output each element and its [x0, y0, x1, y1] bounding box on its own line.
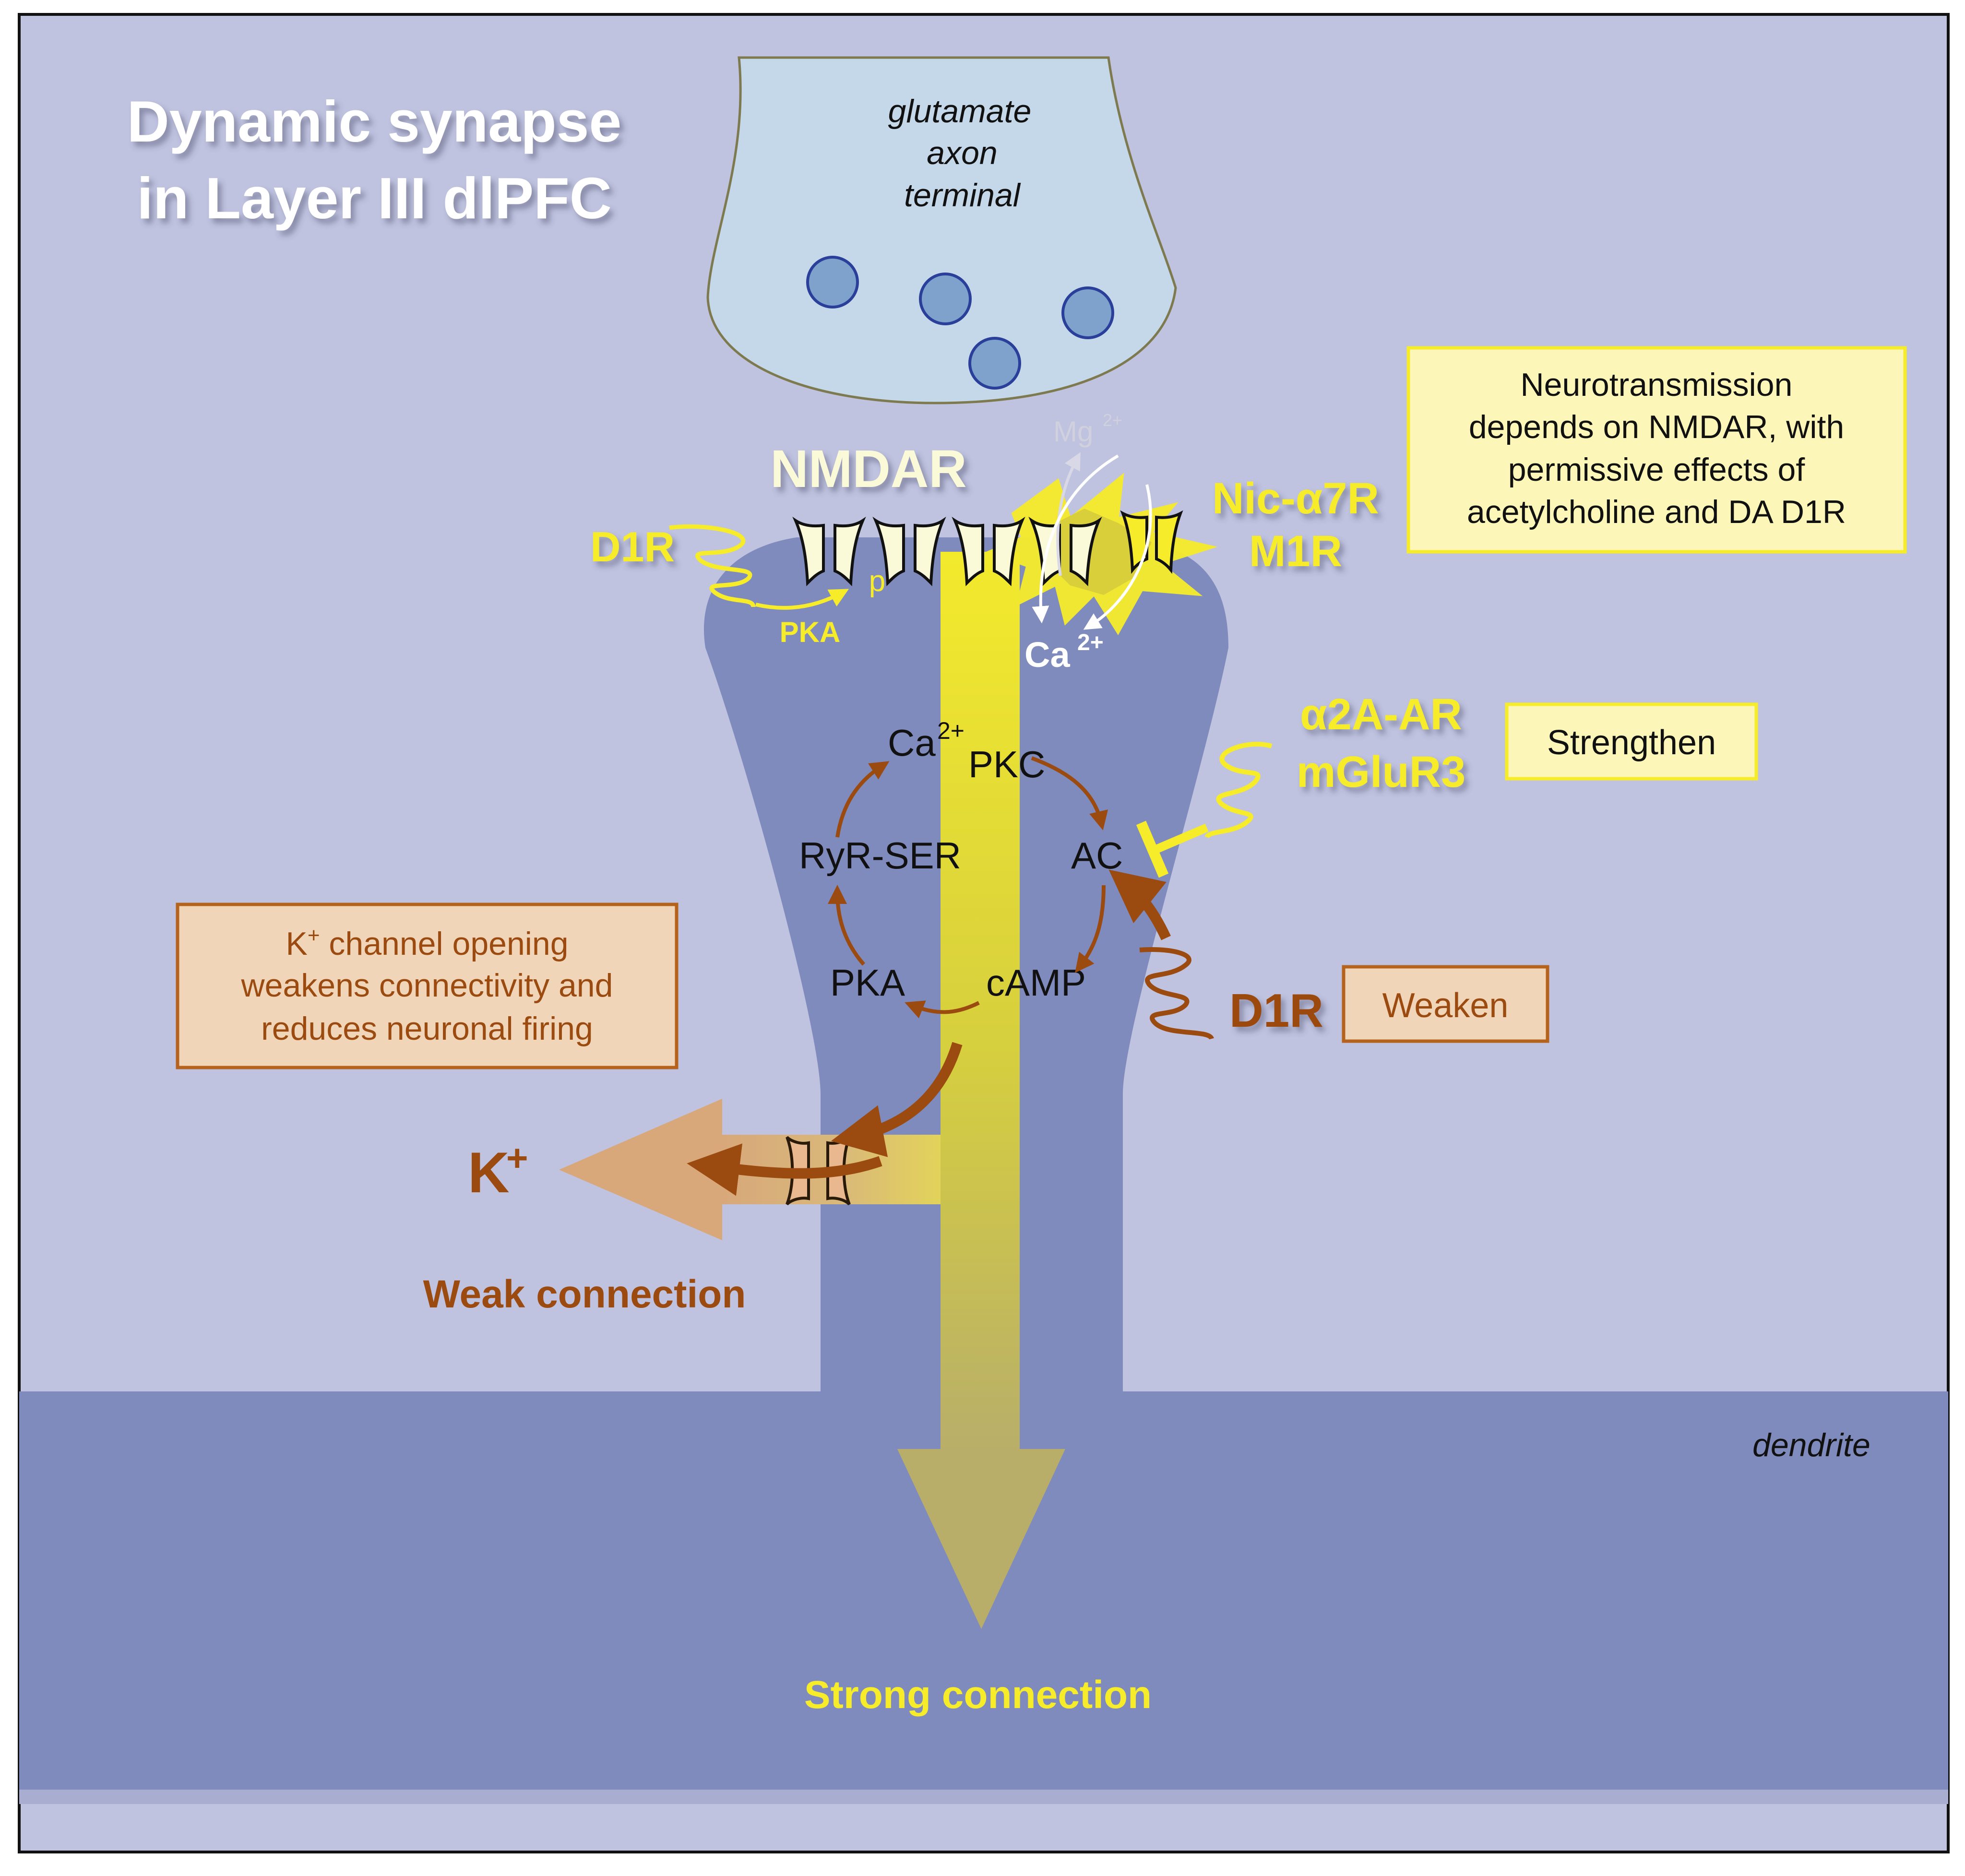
weaken-label: Weaken	[1382, 986, 1509, 1025]
nmdar-channel	[952, 516, 1025, 586]
weak-connection-label: Weak connection	[423, 1272, 746, 1316]
neurotransmission-line-1: Neurotransmission	[1521, 367, 1793, 403]
k-ion-charge: +	[506, 1137, 528, 1179]
inhibition-line	[1152, 823, 1209, 855]
k-channel-box	[176, 902, 679, 1069]
d1r-bottom-receptor	[1139, 947, 1214, 1040]
d1r-to-ac-arrow	[1108, 869, 1171, 940]
mg-exit-arrow	[1056, 452, 1081, 576]
strong-connection-shaft	[941, 552, 1020, 1454]
nmdar-channel	[872, 516, 946, 586]
title-line-1: Dynamic synapse	[127, 89, 622, 154]
strong-connection-arrowhead	[897, 1449, 1065, 1629]
nmdar-label-group: NMDAR	[770, 439, 966, 499]
k-outflow-arrow	[687, 1143, 882, 1196]
vesicle	[968, 337, 1021, 390]
axon-terminal-label-2: axon	[927, 135, 997, 171]
d1r-top-label: D1R	[590, 523, 675, 570]
strengthen-box	[1505, 702, 1758, 781]
d1r-top-label-group: D1R	[590, 523, 675, 570]
cycle-pka-label: PKA	[830, 962, 905, 1004]
nmdar-label: NMDAR	[770, 439, 966, 499]
k-channel-line-2: weakens connectivity and	[241, 967, 613, 1004]
arrow-camp-to-pka	[905, 1000, 980, 1019]
dendrite-shadow	[19, 1790, 1948, 1804]
mglur3-label: mGluR3	[1297, 748, 1466, 796]
neurotransmission-box	[1406, 346, 1907, 554]
vesicle	[806, 256, 859, 309]
k-efflux-head	[559, 1099, 722, 1240]
k-channel-line-1-sup: +	[308, 924, 320, 947]
ca-entry-arrow-1	[1032, 454, 1119, 624]
inhibition-bar	[1136, 820, 1169, 878]
d1r-bottom-label: D1R	[1229, 984, 1323, 1037]
camp-to-kchannel-arrow	[831, 1042, 963, 1157]
cycle-ca-label: Ca	[888, 722, 936, 764]
dendrite-label: dendrite	[1752, 1427, 1870, 1463]
mg-charge: 2+	[1103, 410, 1122, 430]
title-group: Dynamic synapse in Layer III dlPFC	[127, 89, 622, 231]
a2a-ar-label: α2A-AR	[1300, 690, 1462, 739]
a2a-mglur3-receptor	[1204, 742, 1273, 839]
cycle-ryr-ser-label: RyR-SER	[799, 834, 961, 877]
k-ion-symbol: K	[468, 1140, 510, 1205]
nmdar-channels	[792, 516, 1102, 586]
neurotransmission-line-2: depends on NMDAR, with	[1469, 409, 1844, 445]
strengthen-label: Strengthen	[1547, 724, 1716, 762]
k-channel-line-1-rest: channel opening	[320, 926, 569, 962]
phospho-label: p	[869, 565, 885, 598]
d1r-top-receptor	[669, 524, 756, 608]
arrow-ryr-to-ca	[835, 761, 890, 838]
cycle-ca-charge: 2+	[937, 717, 965, 744]
nmdar-channel	[792, 516, 866, 586]
axon-terminal-label-1: glutamate	[888, 93, 1032, 130]
vesicle	[1061, 286, 1114, 339]
a2a-mglur3-label-group: α2A-AR mGluR3	[1297, 690, 1466, 796]
weaken-box	[1342, 965, 1549, 1043]
k-channel-line-1-symbol: K	[286, 926, 307, 962]
ca-top-charge: 2+	[1077, 630, 1104, 655]
neurotransmission-line-3: permissive effects of	[1508, 451, 1805, 488]
strong-connection-label: Strong connection	[804, 1673, 1152, 1717]
nic-m1r-label-group: Nic-α7R M1R	[1212, 474, 1379, 576]
vesicle	[919, 273, 972, 325]
pka-phosphorylation-arrow	[755, 589, 849, 610]
axon-terminal-label-3: terminal	[904, 177, 1021, 214]
cycle-pkc-label: PKC	[968, 743, 1045, 785]
axon-terminal	[706, 56, 1177, 404]
arrow-pka-to-ryr	[828, 885, 866, 966]
ca-top-label: Ca	[1024, 635, 1070, 675]
ca-entry-arrow-2	[1083, 484, 1152, 630]
neurotransmission-line-4: acetylcholine and DA D1R	[1467, 494, 1846, 530]
cycle-camp-label: cAMP	[986, 962, 1086, 1004]
cycle-ac-label: AC	[1071, 834, 1123, 877]
nic-m1r-channel	[1120, 510, 1183, 574]
arrow-pkc-to-ac	[1031, 756, 1108, 831]
nic-a7r-label: Nic-α7R	[1212, 474, 1379, 523]
pka-top-label: PKA	[780, 616, 841, 648]
title-line-2: in Layer III dlPFC	[137, 166, 612, 231]
m1r-label: M1R	[1249, 527, 1342, 576]
arrow-ac-to-camp	[1075, 885, 1106, 973]
d1r-bottom-label-group: D1R	[1229, 984, 1323, 1037]
mg-label: Mg	[1053, 416, 1093, 448]
k-channel-line-1: K+ channel opening	[286, 924, 568, 962]
k-channel-line-3: reduces neuronal firing	[261, 1010, 593, 1047]
